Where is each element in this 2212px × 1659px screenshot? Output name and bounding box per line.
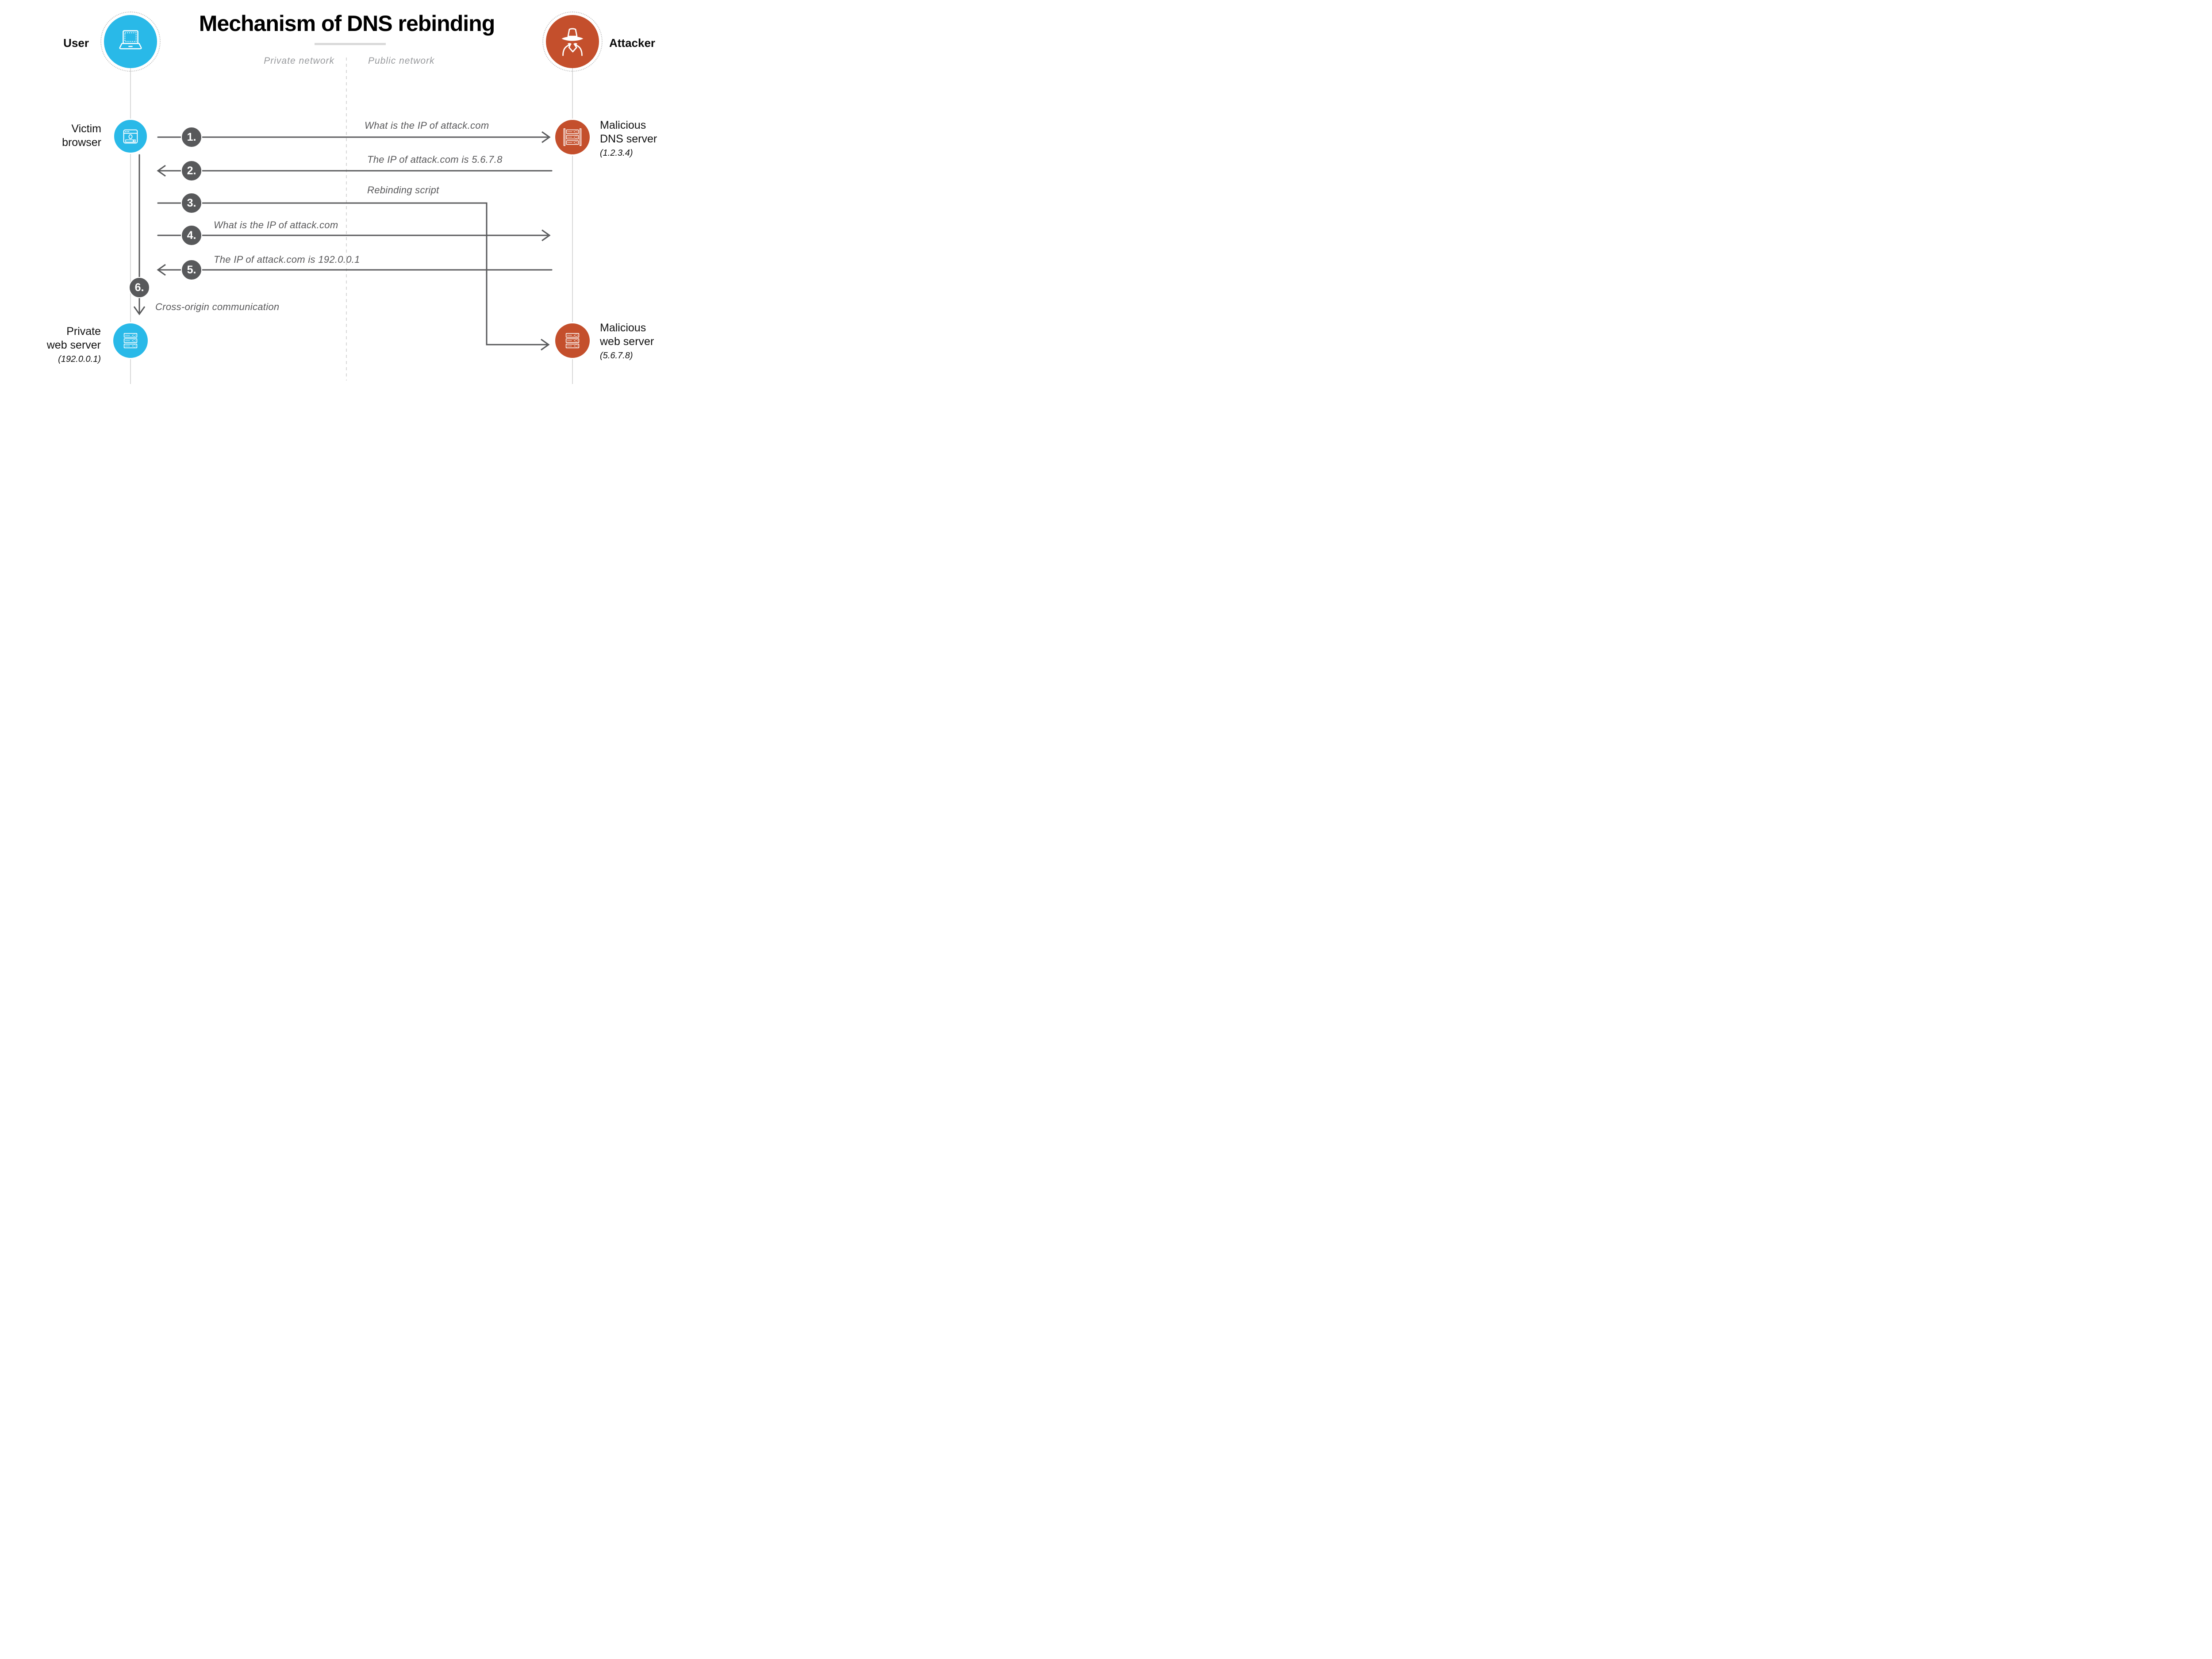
step-4-badge: 4. [181, 225, 202, 246]
malicious-web-server-label-line2: web server [600, 335, 654, 348]
spy-coat [562, 44, 583, 56]
step-2-badge: 2. [181, 160, 202, 181]
private-web-server-label-line2: web server [46, 339, 101, 351]
step-1-badge: 1. [181, 127, 202, 148]
arrow-step1-head [541, 131, 551, 143]
malicious-dns-server-label-line1: Malicious [600, 119, 646, 131]
spy-icon [561, 28, 584, 56]
private-web-server-ip: (192.0.0.1) [58, 354, 101, 364]
private-network-label: Private network [264, 56, 334, 66]
user-avatar [104, 15, 157, 68]
private-web-server-label-line1: Private [66, 325, 101, 338]
title-underline [315, 43, 386, 45]
public-network-label: Public network [368, 56, 435, 66]
user-ring [100, 12, 161, 72]
laptop-icon [119, 30, 142, 50]
malicious-web-server-node [554, 322, 591, 359]
spy-hat-crown [567, 28, 578, 37]
private-web-server-node [112, 322, 149, 359]
malicious-dns-server-label: Malicious DNS server (1.2.3.4) [600, 119, 693, 158]
browser-window-icon [123, 129, 138, 144]
step-4-text: What is the IP of attack.com [214, 219, 338, 230]
attacker-ring [542, 12, 603, 72]
attacker-label: Attacker [609, 36, 656, 50]
victim-browser-label-line1: Victim [71, 123, 101, 135]
server-rack-icon [565, 333, 580, 349]
malicious-web-server-label-line1: Malicious [600, 322, 646, 334]
victim-browser-node [113, 119, 148, 154]
dns-rebinding-diagram: Mechanism of DNS rebinding Private netwo… [0, 0, 694, 390]
arrow-step6-head [133, 306, 146, 315]
page-title: Mechanism of DNS rebinding [199, 11, 495, 36]
attacker-avatar [546, 15, 599, 68]
malicious-dns-server-label-line2: DNS server [600, 133, 657, 145]
spy-hat-brim [561, 36, 584, 41]
victim-browser-label-line2: browser [62, 136, 101, 149]
malicious-web-server-label: Malicious web server (5.6.7.8) [600, 321, 693, 361]
arrow-step2-head [157, 165, 166, 177]
step-5-text: The IP of attack.com is 192.0.0.1 [214, 254, 360, 265]
victim-browser-label: Victim browser [13, 122, 101, 150]
malicious-web-server-ip: (5.6.7.8) [600, 351, 633, 361]
server-rack-icon [563, 128, 582, 146]
step-3-badge: 3. [181, 192, 202, 214]
arrow-step3-head [541, 338, 550, 351]
arrow-step4-head [541, 229, 551, 242]
step-3-text: Rebinding script [367, 184, 439, 196]
arrow-step3-elbow-path [157, 202, 548, 346]
private-web-server-label: Private web server (192.0.0.1) [12, 325, 101, 365]
arrow-step5-head [157, 264, 166, 276]
malicious-dns-server-node [554, 119, 591, 156]
step-2-text: The IP of attack.com is 5.6.7.8 [367, 154, 503, 165]
step-1-text: What is the IP of attack.com [365, 120, 489, 131]
step-6-text: Cross-origin communication [155, 301, 280, 312]
step-5-badge: 5. [181, 259, 202, 280]
step-6-badge: 6. [129, 277, 150, 298]
malicious-dns-server-ip: (1.2.3.4) [600, 148, 633, 158]
user-label: User [63, 36, 89, 50]
server-rack-icon [123, 333, 138, 349]
